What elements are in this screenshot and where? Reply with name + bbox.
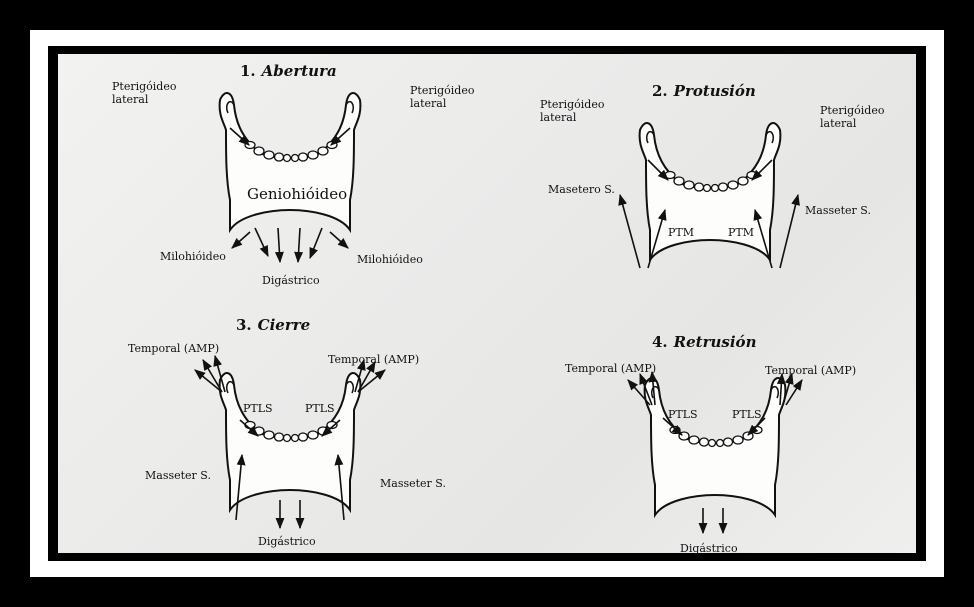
panel-number: 1. xyxy=(240,62,256,80)
label-line: Pterigóideo xyxy=(112,80,176,93)
panel-title-protusion: 2. Protusión xyxy=(652,82,756,100)
label-masetero-left: Masetero S. xyxy=(548,183,615,196)
panel-title-retrusion: 4. Retrusión xyxy=(652,333,756,351)
panel-title-abertura: 1. Abertura xyxy=(240,62,337,80)
label-line: lateral xyxy=(410,97,474,110)
label-line: Pterigóideo xyxy=(820,104,884,117)
label-milohioideo-right: Milohióideo xyxy=(357,253,423,266)
panel-title-text: Abertura xyxy=(262,62,337,80)
label-masseter-right: Masseter S. xyxy=(805,204,871,217)
mandible-cierre xyxy=(220,373,361,510)
mandible-protusion xyxy=(640,123,781,260)
label-line: Pterigóideo xyxy=(540,98,604,111)
panel-title-text: Retrusión xyxy=(674,333,757,351)
panel-number: 4. xyxy=(652,333,668,351)
label-digastrico-4: Digástrico xyxy=(680,542,738,555)
label-temporal-right: Temporal (AMP) xyxy=(765,364,856,377)
label-line: Pterigóideo xyxy=(410,84,474,97)
label-masseter-right: Masseter S. xyxy=(380,477,446,490)
panel-title-text: Cierre xyxy=(258,316,311,334)
label-ptm-left: PTM xyxy=(668,226,694,239)
label-ptm-right: PTM xyxy=(728,226,754,239)
label-line: lateral xyxy=(112,93,176,106)
label-line: lateral xyxy=(820,117,884,130)
label-ptls-left: PTLS xyxy=(668,408,698,421)
mandible-abertura xyxy=(220,93,361,230)
label-geniohioideo: Geniohióideo xyxy=(247,188,347,201)
label-milohioideo-left: Milohióideo xyxy=(160,250,226,263)
label-ptls-right: PTLS xyxy=(732,408,762,421)
label-pterigoideo-right: Pterigóideo lateral xyxy=(820,104,884,130)
label-pterigoideo-left: Pterigóideo lateral xyxy=(112,80,176,106)
label-pterigoideo-right: Pterigóideo lateral xyxy=(410,84,474,110)
label-ptls-right: PTLS xyxy=(305,402,335,415)
panel-title-cierre: 3. Cierre xyxy=(236,316,310,334)
label-temporal-right: Temporal (AMP) xyxy=(328,353,419,366)
label-digastrico-1: Digástrico xyxy=(262,274,320,287)
label-pterigoideo-left: Pterigóideo lateral xyxy=(540,98,604,124)
label-temporal-left: Temporal (AMP) xyxy=(565,362,656,375)
panel-number: 2. xyxy=(652,82,668,100)
label-digastrico-3: Digástrico xyxy=(258,535,316,548)
panel-number: 3. xyxy=(236,316,252,334)
label-ptls-left: PTLS xyxy=(243,402,273,415)
label-masseter-left: Masseter S. xyxy=(145,469,211,482)
mandible-retrusion xyxy=(645,378,786,515)
label-line: lateral xyxy=(540,111,604,124)
panel-title-text: Protusión xyxy=(674,82,756,100)
label-temporal-left: Temporal (AMP) xyxy=(128,342,219,355)
